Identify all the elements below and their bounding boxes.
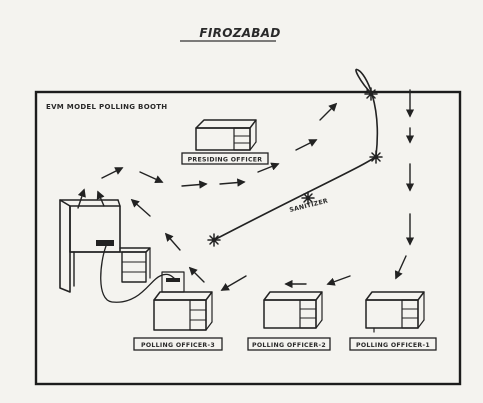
presiding-officer-label-box	[181, 152, 269, 165]
flow-arrow	[257, 162, 280, 173]
polling-officer-1-label-box	[349, 337, 437, 351]
room-boundary	[34, 90, 462, 386]
polling-officer-3-label: POLLING OFFICER-3	[141, 342, 215, 349]
polling-officer-2-label: POLLING OFFICER-2	[252, 342, 326, 349]
flow-arrow	[319, 102, 338, 121]
flow-arrow	[188, 266, 205, 283]
polling-officer-2-desk	[263, 291, 323, 329]
sanitizer-star-4	[207, 233, 221, 247]
diagram-title: FIROZABAD	[199, 26, 280, 40]
evm-cable	[100, 245, 177, 303]
flow-arrow	[394, 255, 407, 280]
polling-officer-1-label: POLLING OFFICER-1	[356, 342, 430, 349]
presiding-officer-label: PRESIDING OFFICER	[188, 157, 263, 164]
flow-arrows	[77, 89, 415, 291]
flow-arrow	[295, 139, 318, 151]
sanitizer-star-3	[301, 191, 315, 205]
flow-arrow	[181, 180, 208, 189]
flow-arrow	[101, 167, 124, 179]
presiding-officer-desk	[195, 119, 257, 151]
sanitizer-path	[213, 68, 378, 241]
sanitizer-star-marks	[207, 87, 383, 247]
room-label: EVM MODEL POLLING BOOTH	[46, 103, 167, 111]
sanitizer-star-2	[369, 150, 383, 164]
polling-officer-2-label-box	[247, 337, 331, 351]
flow-arrow	[220, 275, 247, 291]
polling-officer-3-label-box	[133, 337, 223, 351]
evm-voting-compartment	[59, 199, 151, 293]
flow-arrow	[77, 188, 86, 209]
flow-arrow	[164, 232, 181, 251]
polling-officer-3-desk	[153, 271, 213, 331]
polling-officer-1-desk	[365, 291, 425, 333]
flow-arrow	[130, 198, 151, 217]
flow-arrow	[219, 178, 246, 187]
flow-arrow	[96, 190, 105, 207]
sanitizer-star-1	[364, 87, 378, 101]
flow-arrow	[139, 171, 164, 184]
flow-arrow	[326, 275, 351, 286]
